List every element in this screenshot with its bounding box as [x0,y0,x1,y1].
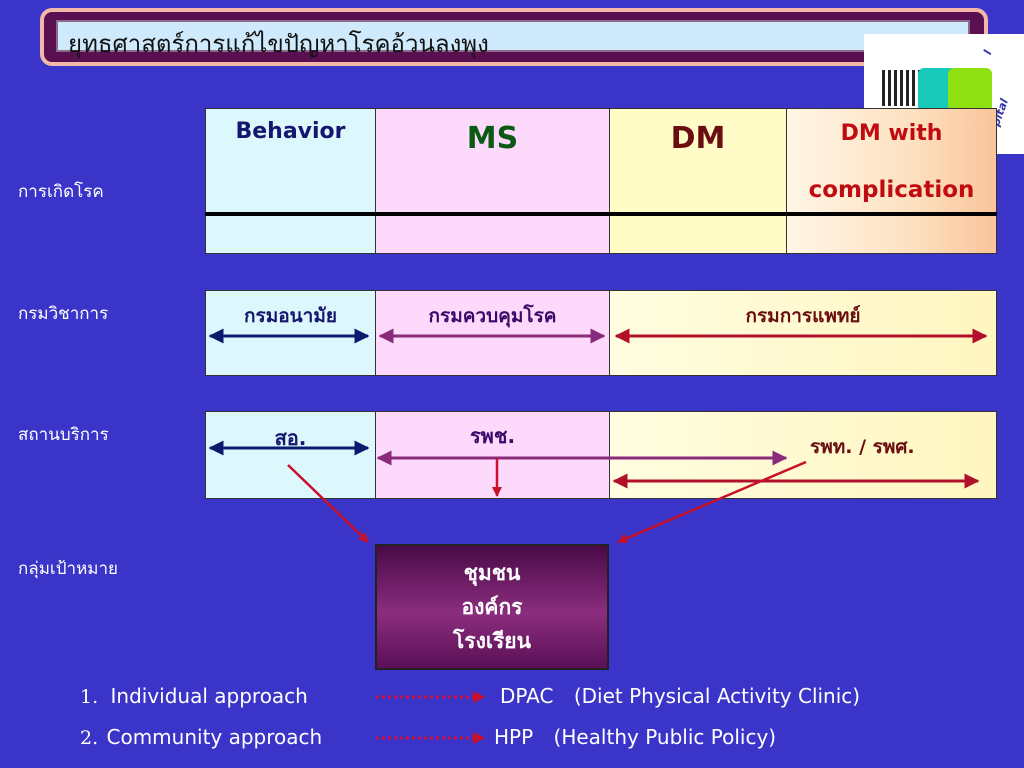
header-dm-with: DM with [840,121,943,146]
target-group-box: ชุมชน องค์กร โรงเรียน [375,544,609,670]
cell-ms: MS [375,108,610,254]
approach-2-number: 2. [80,727,99,749]
row-label-service: สถานบริการ [18,425,109,445]
header-dm: DM [670,121,726,156]
approach-2-result: HPP (Healthy Public Policy) [494,725,776,749]
approach-2-result-code: HPP [494,725,534,749]
approach-2: 2. Community approach [80,725,322,749]
svc-general-hospital-label: รพท. / รพศ. [810,436,915,458]
table-divider [205,212,997,216]
approach-1-result-detail: (Diet Physical Activity Clinic) [573,684,861,708]
target-organization: องค์กร [461,595,523,619]
people-icon [948,68,992,112]
approach-1: 1. Individual approach [80,684,308,708]
row-label-disease: การเกิดโรค [18,182,104,202]
approach-2-result-detail: (Healthy Public Policy) [553,725,777,749]
cell-dm: DM [609,108,787,254]
dept-disease-control-label: กรมควบคุมโรค [428,305,557,327]
header-ms: MS [466,121,519,156]
approach-1-number: 1. [80,686,99,708]
svc-community-hospital-label: รพช. [469,424,516,448]
arrow-to-target-right [617,460,807,544]
target-community: ชุมชน [463,561,521,585]
approach-2-name: Community approach [106,725,323,749]
approach-1-name: Individual approach [110,684,308,708]
arrow-to-target-left [287,464,369,543]
title-panel: ยุทธศาสตร์การแก้ไขปัญหาโรคอ้วนลงพุง [56,20,970,58]
approach-1-result-code: DPAC [500,684,554,708]
header-behavior: Behavior [235,119,346,144]
page-title: ยุทธศาสตร์การแก้ไขปัญหาโรคอ้วนลงพุง [68,30,489,58]
approach-1-result: DPAC (Diet Physical Activity Clinic) [500,684,860,708]
target-school: โรงเรียน [453,629,531,653]
row-label-department: กรมวิชาการ [18,304,109,324]
cell-behavior: Behavior [205,108,376,254]
barcode-graphic [882,70,922,106]
row-label-target: กลุ่มเป้าหมาย [18,559,118,579]
header-complication: complication [808,177,975,203]
cell-dm-complication: DM with complication [786,108,997,254]
dept-health-label: กรมอนามัย [244,305,337,327]
dept-medical-label: กรมการแพทย์ [745,305,861,327]
title-bar: ยุทธศาสตร์การแก้ไขปัญหาโรคอ้วนลงพุง [40,8,988,66]
